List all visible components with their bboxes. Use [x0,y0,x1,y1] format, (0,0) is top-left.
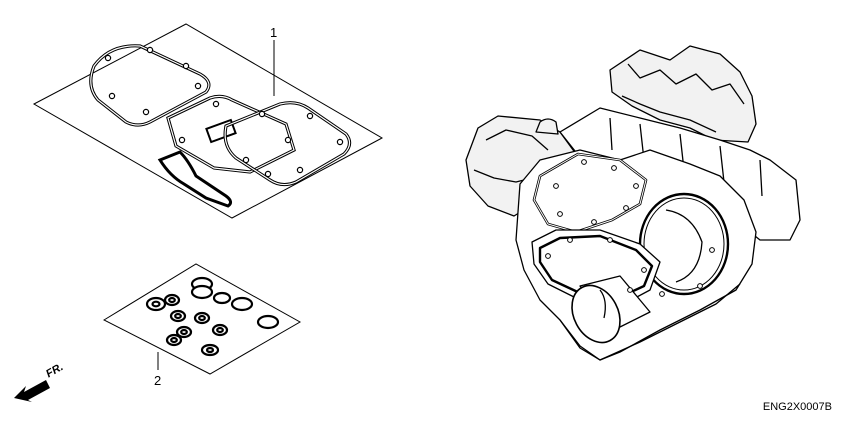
oil-filter [571,275,651,344]
engine-assembly [465,45,801,361]
clutch-cover [638,192,730,296]
bracket-gasket [157,150,233,208]
o-rings [145,276,280,357]
engine-bolts [545,159,715,297]
callout-part-1: 1 [270,25,278,40]
bolt-holes [104,46,344,178]
small-gasket [205,118,237,144]
oring-kit-sheet [102,263,302,375]
front-arrow-icon [14,380,50,402]
diagram-code: ENG2X0007B [762,401,832,413]
filler-cap [535,118,559,135]
rear-cylinder-head [609,45,757,143]
gasket-sheet-outline [32,23,384,219]
callout-part-2: 2 [154,373,162,388]
lower-crankcase [559,283,741,361]
gasket-kit-sheet [32,23,384,219]
